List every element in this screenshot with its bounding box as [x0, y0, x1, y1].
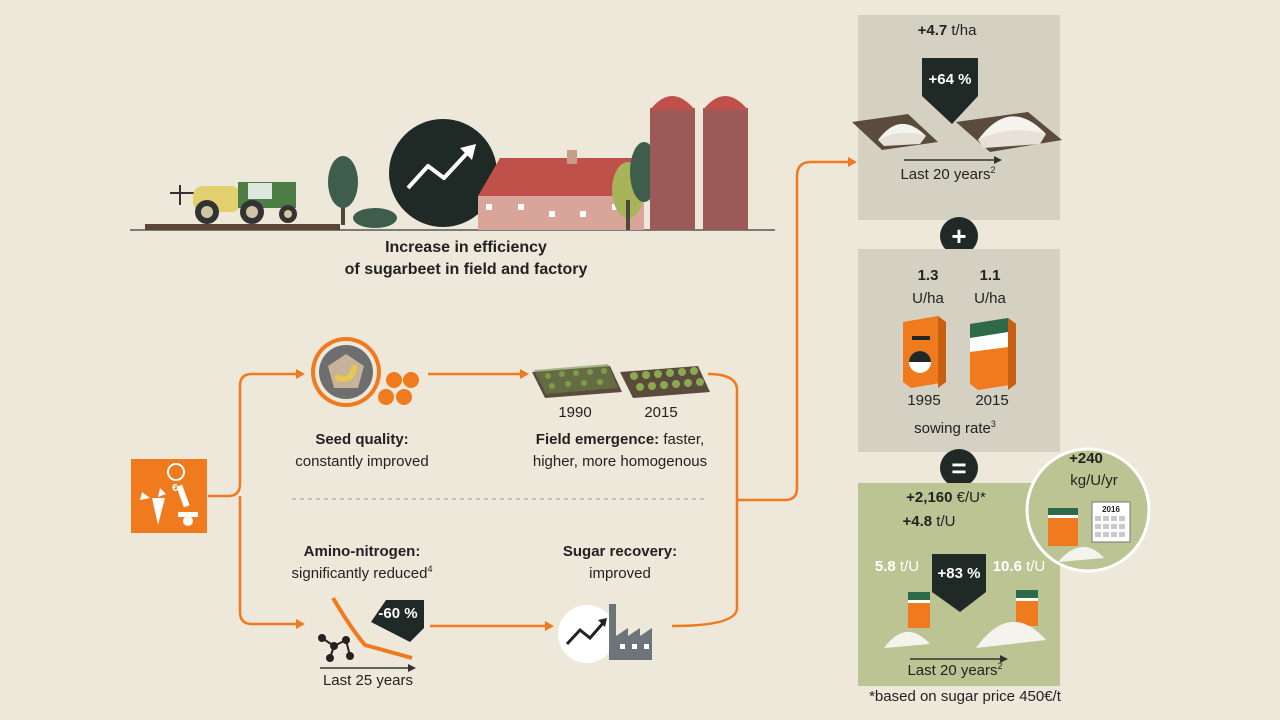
field-year-2015: 2015: [644, 404, 677, 421]
farm-scene: [130, 96, 775, 231]
seed-bag-2015-icon: [970, 318, 1016, 390]
sowing-panel: [858, 249, 1060, 452]
footnote: *based on sugar price 450€/t: [869, 688, 1062, 705]
badge-unit: kg/U/yr: [1070, 472, 1118, 489]
yield-period: Last 20 years2: [900, 165, 995, 183]
seed-bag-1995-icon: [903, 316, 946, 388]
silo-icon: [650, 96, 748, 230]
sowing-label: sowing rate3: [914, 419, 996, 437]
seed-subtitle: constantly improved: [295, 453, 428, 470]
amino-subtitle: significantly reduced4: [292, 564, 433, 582]
svg-text:€: €: [172, 483, 178, 494]
amino-percent: -60 %: [378, 605, 417, 622]
yield-period-arrow: [994, 156, 1002, 164]
sugar-field-2-icon: [956, 112, 1062, 152]
sowing-value-1995: 1.3: [918, 267, 939, 284]
result-percent: +83 %: [938, 565, 981, 582]
field-1990-icon: [532, 364, 622, 398]
molecule-icon: [318, 634, 354, 662]
field-subtitle: higher, more homogenous: [533, 453, 707, 470]
sowing-unit-1995: U/ha: [912, 290, 944, 307]
amino-period-arrow: [408, 664, 416, 672]
recovery-title: Sugar recovery:: [563, 543, 677, 560]
hero-line-1: Increase in efficiency: [385, 239, 547, 256]
yield-value: +4.7 t/ha: [918, 22, 977, 39]
kg-per-unit-badge: [1025, 447, 1151, 573]
amino-badge: [371, 600, 424, 642]
hero-line-2: of sugarbeet in field and factory: [345, 261, 588, 278]
arrow-heads: [296, 157, 857, 631]
result-sugar-left-icon: [884, 592, 930, 648]
sowing-year-2015: 2015: [975, 392, 1008, 409]
seed-icon: [311, 337, 419, 407]
plus-icon: [940, 217, 978, 255]
field-title: Field emergence: faster,: [536, 431, 704, 448]
equals-symbol: =: [951, 453, 966, 483]
yield-badge: [922, 58, 978, 124]
result-period: Last 20 years2: [907, 661, 1002, 679]
growth-circle-icon: [389, 119, 497, 227]
field-year-1990: 1990: [558, 404, 591, 421]
result-right-value: 10.6 t/U: [993, 558, 1046, 575]
tractor-icon: [170, 182, 297, 224]
calendar-year: 2016: [1102, 505, 1120, 514]
equals-icon: [940, 449, 978, 487]
result-sugar-right-icon: [976, 590, 1046, 648]
result-tu: +4.8 t/U: [903, 513, 956, 530]
result-badge: [932, 554, 986, 612]
calendar-icon: [1091, 501, 1131, 543]
sugarbeet-research-icon: €: [131, 459, 207, 533]
sugar-field-1-icon: [852, 114, 938, 150]
sowing-unit-2015: U/ha: [974, 290, 1006, 307]
tree-icon: [328, 156, 397, 228]
decline-line: [331, 596, 413, 660]
sowing-year-1995: 1995: [907, 392, 940, 409]
badge-value: +240: [1069, 450, 1103, 467]
seed-title: Seed quality:: [315, 431, 408, 448]
flow-arrows: [208, 160, 848, 628]
field-2015-icon: [620, 366, 710, 398]
sowing-value-2015: 1.1: [980, 267, 1001, 284]
factory-icon: [558, 604, 652, 663]
recovery-subtitle: improved: [589, 565, 651, 582]
plus-symbol: +: [951, 221, 966, 251]
seed-bag-2016-icon: [1048, 508, 1104, 562]
result-period-arrow: [1000, 655, 1008, 663]
amino-period: Last 25 years: [323, 672, 413, 689]
yield-percent: +64 %: [929, 71, 972, 88]
amino-title: Amino-nitrogen:: [304, 543, 421, 560]
result-money: +2,160 €/U*: [906, 489, 986, 506]
result-left-value: 5.8 t/U: [875, 558, 919, 575]
